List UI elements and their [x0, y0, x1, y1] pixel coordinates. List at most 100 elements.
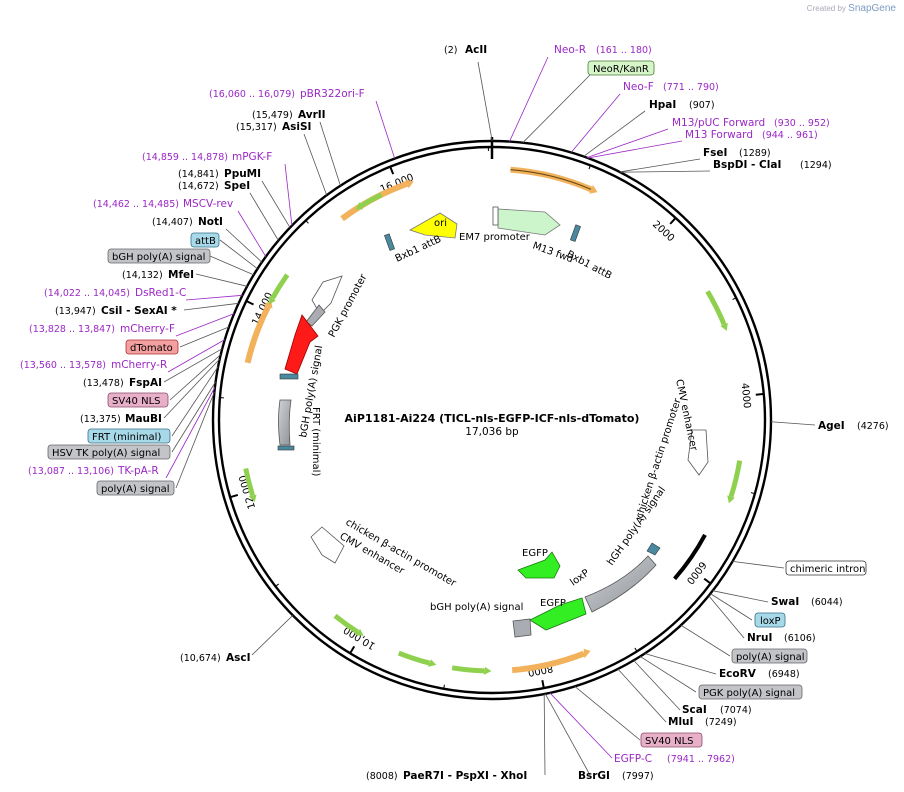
box-attb	[190, 232, 220, 248]
primer-pos-m13-forward: (944 .. 961)	[762, 130, 818, 141]
leader-35	[185, 294, 243, 301]
site-pos-avrii: (15,479)	[252, 110, 293, 121]
orange-arc-neo-core	[510, 169, 592, 190]
box-chimeric-intron-label: chimeric intron	[790, 564, 865, 575]
leader-34	[195, 273, 248, 287]
box-neor-kanr	[587, 60, 655, 76]
primer-pos-neo-f: (771 .. 790)	[663, 82, 719, 93]
tick-11000	[275, 583, 280, 587]
box-pgk-polya	[698, 684, 803, 700]
site-paer7i-pspxi-xhoi: PaeR7I - PspXI - XhoI	[403, 770, 527, 782]
bgh-polya-lower-block	[512, 618, 532, 638]
site-bspdi-clai: BspDI - ClaI	[713, 159, 781, 171]
green-orf-3	[270, 273, 290, 300]
orange-arc-top-left	[340, 180, 409, 222]
site-pos-mlui: (7249)	[705, 717, 737, 728]
leader-27	[284, 163, 293, 226]
leader-33	[209, 255, 254, 276]
primer-pbr322ori-f: pBR322ori-F	[300, 88, 365, 100]
site-agei: AgeI	[818, 420, 845, 432]
site-avrii: AvrII	[298, 109, 326, 121]
leader-40	[163, 348, 223, 383]
tick-7000	[634, 647, 638, 652]
site-pos-scai: (7074)	[720, 705, 752, 716]
box-sv40-nls-bottom	[640, 732, 703, 748]
box-chimeric-intron	[785, 560, 867, 576]
site-pos-maubi: (13,375)	[80, 414, 121, 425]
leader-10	[732, 561, 785, 569]
tick-14000	[245, 300, 254, 306]
box-polya-right	[731, 648, 808, 664]
green-orf-5	[333, 613, 359, 635]
box-sv40-nls-bottom-label: SV40 NLS	[645, 736, 694, 747]
primer-pos-tk-pa-r: (13,087 .. 13,106)	[28, 466, 114, 477]
box-dtomato	[125, 339, 179, 355]
site-pos-nrui: (6106)	[784, 633, 816, 644]
primer-pos-mscv-rev: (14,462 .. 14,485)	[93, 199, 179, 210]
leader-14	[680, 624, 731, 657]
site-pos-csii: (13,947)	[55, 306, 96, 317]
primer-neo-r: Neo-R	[554, 44, 586, 56]
green-orf-0	[705, 290, 727, 326]
primer-m13-forward: M13 Forward	[685, 129, 753, 141]
leader-25	[319, 121, 341, 186]
box-bgh-polya-left-label: bGH poly(A) signal	[112, 252, 205, 263]
site-pos-fsei: (1289)	[739, 148, 771, 159]
primer-m13-puc-forward: M13/pUC Forward	[672, 117, 765, 129]
box-attb-label: attB	[195, 236, 216, 247]
box-dtomato-label: dTomato	[130, 343, 173, 354]
loxp-inner-label: loxP	[568, 568, 591, 589]
tick-16000	[389, 166, 395, 175]
credit-brand: SnapGene	[848, 3, 896, 14]
tick-2000	[669, 217, 677, 225]
leader-43	[171, 366, 219, 437]
green-orf-7-head	[483, 666, 492, 675]
chimeric-intron-arc	[673, 533, 707, 581]
box-pgk-polya-label: PGK poly(A) signal	[703, 688, 795, 699]
site-spei: SpeI	[224, 180, 250, 192]
leader-8	[620, 170, 711, 173]
primer-pos-egfp-c: (7941 .. 7962)	[667, 754, 735, 765]
primer-pos-m13-puc-forward: (930 .. 952)	[774, 118, 830, 129]
loxp-right-block	[646, 542, 661, 556]
site-pos-swai: (6044)	[811, 597, 843, 608]
tick-15000	[305, 220, 309, 224]
box-bgh-polya-left	[107, 248, 211, 264]
site-pos-asci: (10,674)	[180, 653, 221, 664]
box-frt-minimal-label: FRT (minimal)	[92, 432, 161, 443]
site-mlui: MluI	[668, 716, 693, 728]
outer-labels: (2) AcII Neo-R (161 .. 180) NeoR/KanR Ne…	[20, 44, 889, 782]
box-loxp-label: loxP	[760, 616, 781, 627]
egfp-upper-arrow	[517, 551, 561, 579]
primer-mcherry-r: mCherry-R	[111, 359, 167, 371]
site-asci: AscI	[226, 652, 251, 664]
primer-mpgk-f: mPGK-F	[232, 151, 272, 163]
green-orf-4-head	[248, 494, 257, 503]
site-pos-acii: (2)	[444, 45, 457, 56]
box-loxp	[754, 612, 786, 628]
leader-0	[477, 61, 493, 142]
orange-arc-bottom	[511, 650, 586, 674]
site-ecorv: EcoRV	[719, 668, 757, 680]
tick-1000	[588, 165, 591, 170]
site-hpai: HpaI	[649, 99, 676, 111]
leader-22	[543, 694, 546, 776]
site-pos-mfei: (14,132)	[122, 270, 163, 281]
leader-24	[375, 100, 396, 159]
tick-3000	[732, 297, 737, 300]
primer-pos-mcherry-f: (13,828 .. 13,847)	[29, 324, 115, 335]
leader-13	[708, 595, 745, 639]
site-maubi: MauBI	[125, 413, 162, 425]
green-orf-1	[728, 460, 743, 498]
green-orf-3-head	[269, 295, 276, 305]
primer-mcherry-f: mCherry-F	[120, 323, 175, 335]
leader-20	[549, 692, 613, 759]
leader-44	[171, 381, 216, 453]
ori-arrow	[409, 212, 458, 239]
site-ppumi: PpuMI	[224, 168, 261, 180]
orange-arc-neo	[510, 166, 593, 193]
leader-4	[583, 110, 646, 157]
box-sv40-nls-left-label: SV40 NLS	[112, 396, 161, 407]
leader-45	[165, 387, 216, 479]
leader-38	[179, 326, 230, 348]
